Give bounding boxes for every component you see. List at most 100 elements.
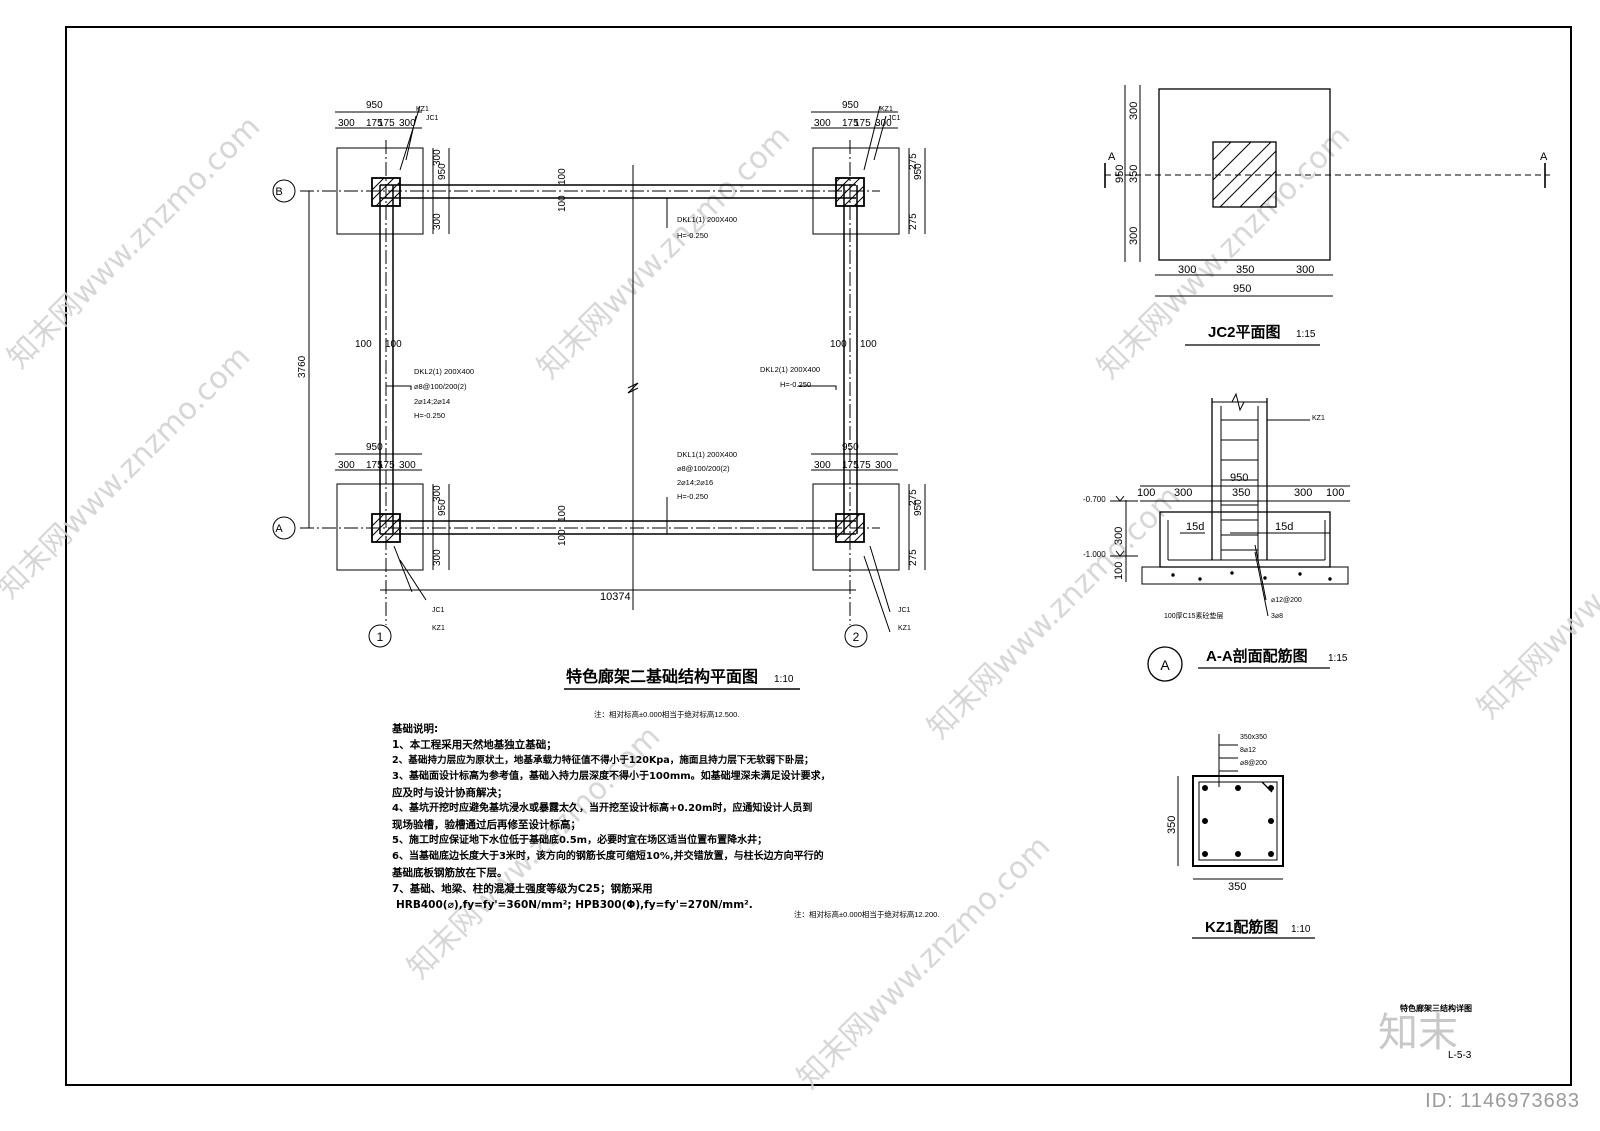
kz1-text: 350x350 8⌀12 ⌀8@200 350 350 KZ1配筋图 1:10 xyxy=(1166,734,1311,936)
notes-title: 基础说明: xyxy=(392,723,439,735)
svg-text:1:15: 1:15 xyxy=(1296,329,1316,340)
svg-text:H=-0.250: H=-0.250 xyxy=(414,411,445,420)
svg-text:175: 175 xyxy=(854,460,871,471)
svg-text:DKL1(1) 200X400: DKL1(1) 200X400 xyxy=(677,215,737,224)
svg-text:2: 2 xyxy=(853,630,860,644)
svg-text:100: 100 xyxy=(355,339,372,350)
foundation-plan xyxy=(272,105,926,648)
svg-text:950: 950 xyxy=(366,442,383,453)
sheet-border xyxy=(65,26,1572,1086)
svg-text:知末网www.znzmo.com: 知末网www.znzmo.com xyxy=(791,829,1057,1095)
svg-text:JC1: JC1 xyxy=(898,607,911,614)
svg-text:950: 950 xyxy=(437,163,448,180)
svg-text:2⌀14;2⌀14: 2⌀14;2⌀14 xyxy=(414,397,450,406)
notes-line: 2、基础持力层应为原状土，地基承载力特征值不得小于120Kpa，施面且持力层下无… xyxy=(392,755,814,766)
svg-text:100: 100 xyxy=(385,339,402,350)
svg-text:175: 175 xyxy=(842,118,859,129)
svg-text:300: 300 xyxy=(1174,487,1192,499)
svg-text:A: A xyxy=(1108,151,1116,163)
svg-text:300: 300 xyxy=(399,118,416,129)
svg-text:300: 300 xyxy=(814,460,831,471)
sheet-number: L-5-3 xyxy=(1448,1050,1472,1061)
svg-text:-1.000: -1.000 xyxy=(1083,550,1106,559)
svg-text:知末网www.znzmo.com: 知末网www.znzmo.com xyxy=(0,339,257,605)
svg-text:300: 300 xyxy=(338,118,355,129)
section-title: A-A剖面配筋图 xyxy=(1206,647,1308,665)
svg-text:KZ1: KZ1 xyxy=(898,625,911,632)
svg-text:300: 300 xyxy=(875,118,892,129)
axis-bubble-2 xyxy=(844,624,868,648)
svg-text:KZ1: KZ1 xyxy=(416,106,429,113)
aa-section xyxy=(1110,392,1350,682)
svg-text:350x350: 350x350 xyxy=(1240,734,1267,741)
svg-text:10374: 10374 xyxy=(600,591,631,603)
svg-text:-0.700: -0.700 xyxy=(1083,495,1106,504)
svg-text:A: A xyxy=(275,523,283,535)
svg-text:15d: 15d xyxy=(1186,521,1204,533)
svg-text:知末网www.znzmo.com: 知末网www.znzmo.com xyxy=(531,119,797,385)
svg-text:知末网www.znzmo.com: 知末网www.znzmo.com xyxy=(1,109,267,375)
svg-text:950: 950 xyxy=(1230,472,1248,484)
svg-text:350: 350 xyxy=(1228,881,1246,893)
svg-text:A: A xyxy=(1540,151,1548,163)
svg-text:175: 175 xyxy=(366,118,383,129)
jc2-title: JC2平面图 xyxy=(1208,324,1281,341)
svg-text:300: 300 xyxy=(338,460,355,471)
svg-text:100: 100 xyxy=(860,339,877,350)
watermark-logo: 知末 xyxy=(1378,1010,1458,1056)
jc2-text: A A 300 350 300 950 300 350 300 950 JC2平… xyxy=(1108,102,1548,341)
svg-text:⌀8@100/200(2): ⌀8@100/200(2) xyxy=(677,464,730,473)
svg-text:950: 950 xyxy=(913,499,924,516)
svg-text:100: 100 xyxy=(557,529,568,546)
svg-text:300: 300 xyxy=(432,549,443,566)
svg-text:950: 950 xyxy=(1233,283,1251,295)
svg-text:100: 100 xyxy=(830,339,847,350)
svg-text:950: 950 xyxy=(366,100,383,111)
svg-text:JC1: JC1 xyxy=(426,115,439,122)
svg-text:175: 175 xyxy=(366,460,383,471)
notes-line: 3、基础面设计标高为参考值，基础入持力层深度不得小于100mm。如基础埋深未满足… xyxy=(392,771,831,782)
svg-text:知末网www.znzmo.com: 知末网www.znzmo.com xyxy=(1471,459,1600,725)
kz1-detail xyxy=(1177,734,1315,939)
svg-text:175: 175 xyxy=(378,460,395,471)
svg-text:1:10: 1:10 xyxy=(1291,924,1311,935)
svg-text:350: 350 xyxy=(1128,165,1140,183)
notes-line: 现场验槽，验槽通过后再修至设计标高； xyxy=(392,819,581,831)
svg-text:300: 300 xyxy=(1294,487,1312,499)
notes-line: 5、施工时应保证地下水位低于基础底0.5m，必要时宜在场区适当位置布置降水井； xyxy=(392,835,768,846)
svg-text:1:10: 1:10 xyxy=(774,674,794,685)
svg-text:2⌀14;2⌀16: 2⌀14;2⌀16 xyxy=(677,478,713,487)
svg-text:950: 950 xyxy=(913,163,924,180)
svg-text:B: B xyxy=(275,186,282,198)
svg-text:100: 100 xyxy=(1137,487,1155,499)
svg-text:1:15: 1:15 xyxy=(1328,653,1348,664)
svg-text:175: 175 xyxy=(854,118,871,129)
aa-section-text: KZ1 950 100 300 350 300 100 -0.700 -1.00… xyxy=(1083,415,1348,673)
watermark-layer: 知末网www.znzmo.com 知末网www.znzmo.com 知末网www… xyxy=(0,109,1600,1095)
footing-jc1 xyxy=(812,483,900,571)
svg-text:知末网www.znzmo.com: 知末网www.znzmo.com xyxy=(921,479,1187,745)
plan-title: 特色廊架二基础结构平面图 xyxy=(566,667,758,686)
svg-text:175: 175 xyxy=(842,460,859,471)
svg-text:100: 100 xyxy=(557,195,568,212)
svg-text:KZ1: KZ1 xyxy=(432,625,445,632)
notes-line: 7、基础、地梁、柱的混凝土强度等级为C25；钢筋采用 xyxy=(392,883,653,895)
svg-text:8⌀12: 8⌀12 xyxy=(1240,747,1256,754)
axis-bubble-1 xyxy=(368,624,392,648)
svg-text:100: 100 xyxy=(557,168,568,185)
svg-text:300: 300 xyxy=(1113,527,1125,545)
notes-line: 1、本工程采用天然地基独立基础； xyxy=(392,739,557,751)
svg-text:3⌀8: 3⌀8 xyxy=(1271,613,1283,620)
kz1-bars xyxy=(1202,785,1274,857)
svg-text:950: 950 xyxy=(1114,165,1126,183)
svg-text:300: 300 xyxy=(432,149,443,166)
svg-text:300: 300 xyxy=(432,485,443,502)
svg-text:950: 950 xyxy=(842,442,859,453)
svg-text:JC1: JC1 xyxy=(888,115,901,122)
svg-text:300: 300 xyxy=(814,118,831,129)
svg-text:15d: 15d xyxy=(1275,521,1293,533)
svg-text:300: 300 xyxy=(432,213,443,230)
watermark-id: ID: 1146973683 xyxy=(1425,1090,1580,1112)
svg-text:300: 300 xyxy=(399,460,416,471)
